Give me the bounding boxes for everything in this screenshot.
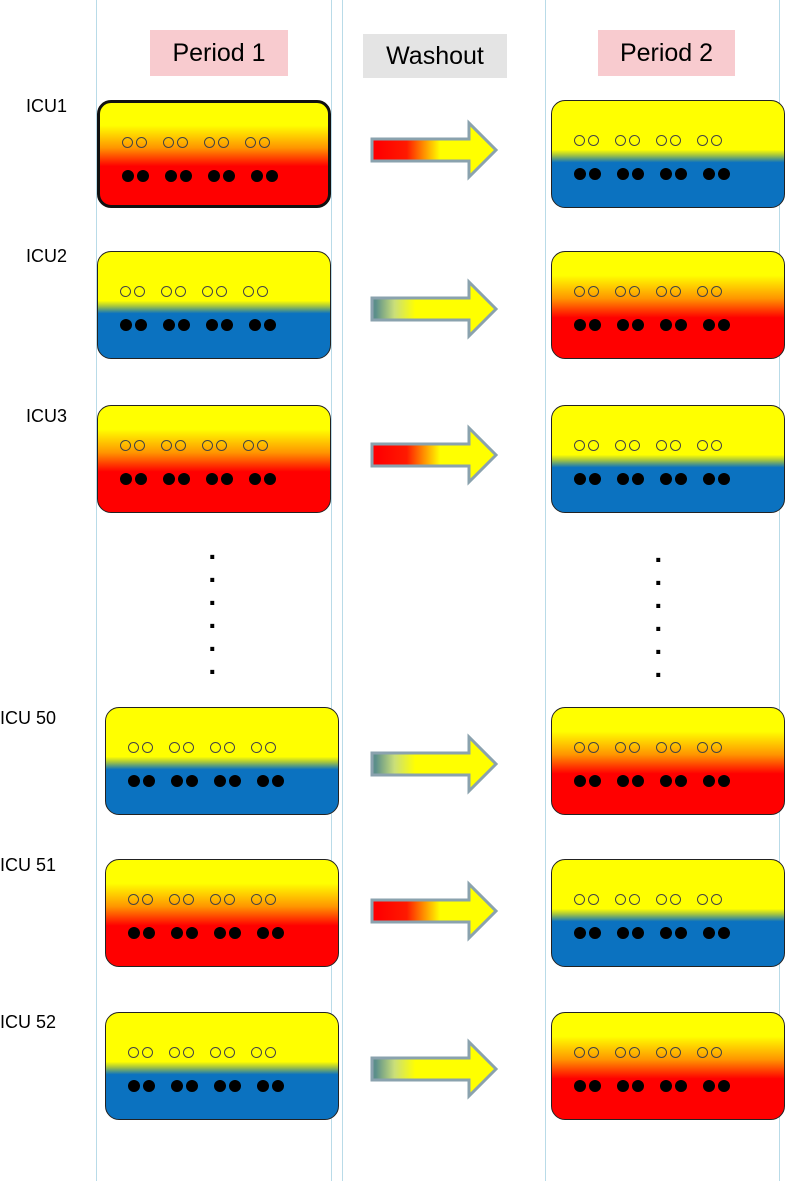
open-dots [128, 894, 279, 905]
period-1-box [105, 859, 339, 967]
filled-dots [574, 1080, 733, 1092]
period-2-box [551, 251, 785, 359]
period-1-box [105, 1012, 339, 1120]
washout-arrow [370, 880, 499, 942]
column-divider-4 [545, 0, 546, 1181]
filled-dots [574, 927, 733, 939]
period-2-box [551, 707, 785, 815]
period-2-box [551, 1012, 785, 1120]
open-dots [574, 894, 725, 905]
period-1-box [97, 405, 331, 513]
open-dots [122, 137, 273, 148]
period-1-box [105, 707, 339, 815]
column-divider-5 [779, 0, 780, 1181]
period-2-box [551, 100, 785, 208]
filled-dots [574, 319, 733, 331]
filled-dots [120, 319, 279, 331]
open-dots [574, 135, 725, 146]
icu-label: ICU3 [26, 406, 68, 426]
filled-dots [128, 775, 287, 787]
open-dots [120, 286, 271, 297]
period-1-header: Period 1 [150, 30, 288, 76]
icu-label: ICU 52 [0, 1012, 57, 1032]
washout-arrow [370, 733, 499, 795]
filled-dots [574, 473, 733, 485]
icu-label: ICU 51 [0, 855, 57, 875]
icu-label: ICU 50 [0, 708, 57, 728]
column-divider-1 [96, 0, 97, 1181]
open-dots [574, 286, 725, 297]
washout-header: Washout [363, 34, 507, 78]
washout-arrow [370, 278, 499, 340]
open-dots [574, 440, 725, 451]
filled-dots [574, 775, 733, 787]
filled-dots [120, 473, 279, 485]
period-1-box [97, 251, 331, 359]
period-2-header: Period 2 [598, 30, 735, 76]
open-dots [128, 742, 279, 753]
period-2-box [551, 859, 785, 967]
filled-dots [128, 927, 287, 939]
icu-label: ICU1 [26, 96, 68, 116]
open-dots [128, 1047, 279, 1058]
icu-label: ICU2 [26, 246, 68, 266]
period-2-box [551, 405, 785, 513]
period-1-box [97, 100, 331, 208]
washout-arrow [370, 119, 499, 181]
open-dots [574, 742, 725, 753]
continuation-dots-period-1: ······ [208, 541, 218, 687]
open-dots [120, 440, 271, 451]
washout-arrow [370, 1038, 499, 1100]
filled-dots [128, 1080, 287, 1092]
continuation-dots-period-2: ······ [654, 544, 664, 690]
open-dots [574, 1047, 725, 1058]
washout-arrow [370, 424, 499, 486]
filled-dots [574, 168, 733, 180]
column-divider-2 [331, 0, 332, 1181]
column-divider-3 [342, 0, 343, 1181]
filled-dots [122, 170, 281, 182]
